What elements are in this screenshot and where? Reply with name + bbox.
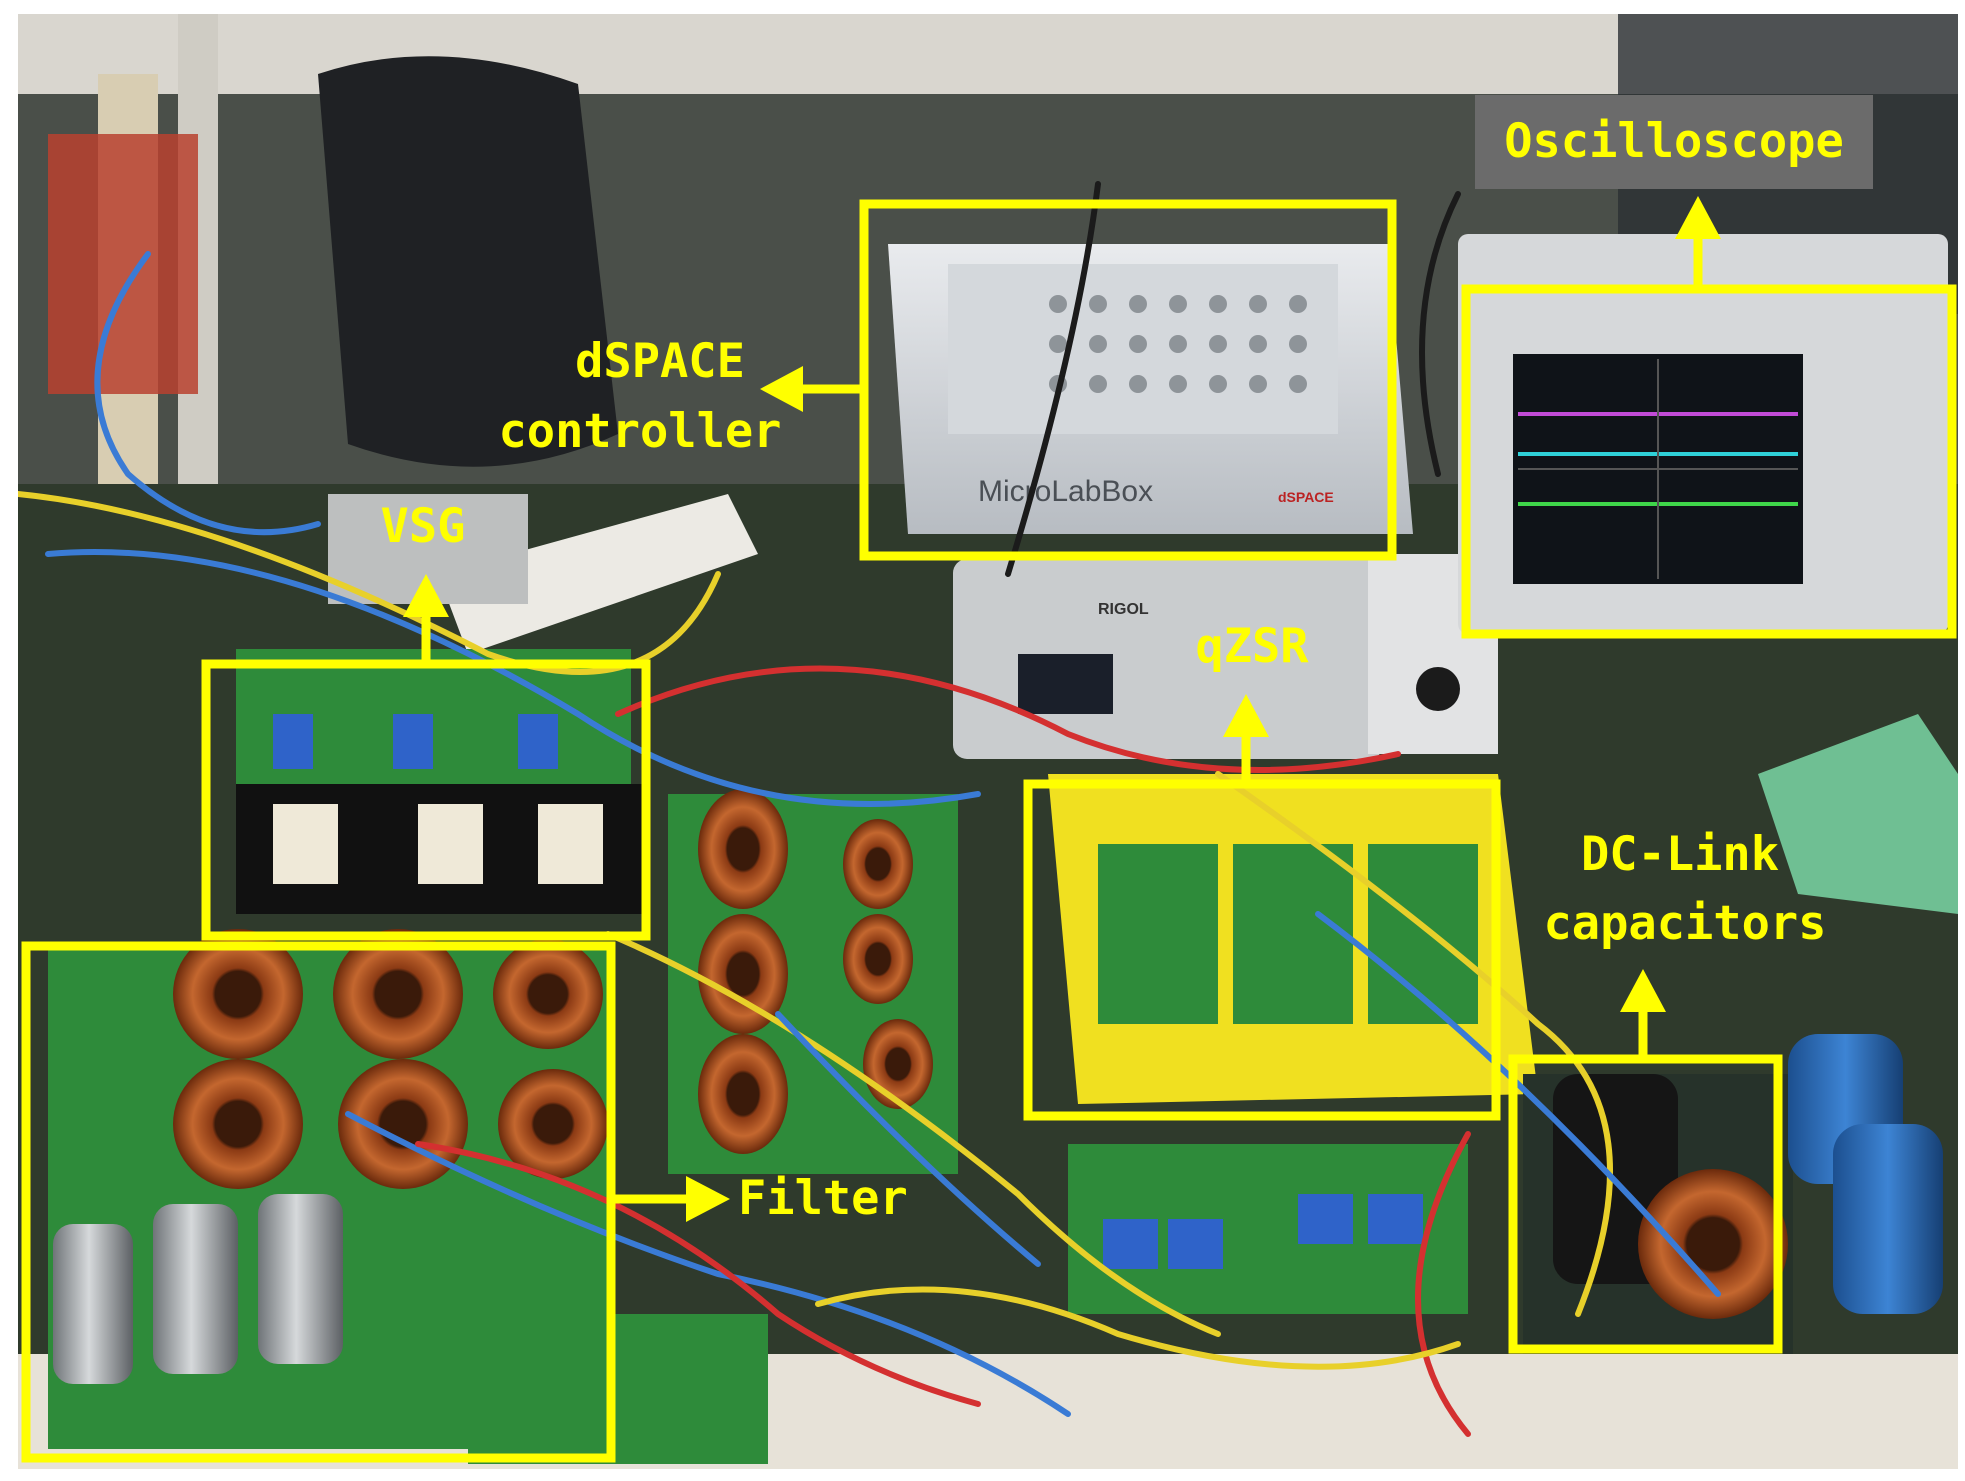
dclink-label-line2: capacitors <box>1543 896 1827 951</box>
filter-label: Filter <box>738 1171 908 1226</box>
oscilloscope-box <box>1461 284 1957 639</box>
dclink-arrow-head <box>1620 969 1666 1012</box>
vsg-modules <box>273 804 603 884</box>
dclink-inductor <box>1638 1169 1788 1319</box>
oscilloscope-label-tag: Oscilloscope <box>1475 95 1873 189</box>
vsg-label: VSG <box>380 499 466 554</box>
microlabbox-brand: MicroLabBox <box>978 475 1153 508</box>
psu-knob <box>1416 667 1460 711</box>
microlabbox-dspace-logo: dSPACE <box>1278 489 1334 505</box>
dspace-arrow-head <box>760 366 803 412</box>
lab-setup-photo: RIGOL MicroLabBox dSPACE <box>18 14 1958 1469</box>
dspace-box <box>859 199 1397 561</box>
oscilloscope-label: Oscilloscope <box>1504 114 1844 169</box>
osc-arrow-head <box>1675 196 1721 239</box>
blue-cap-2 <box>1833 1124 1943 1314</box>
filter-capacitors <box>53 1194 343 1384</box>
qzsr-label: qZSR <box>1195 619 1309 674</box>
rigol-logo: RIGOL <box>1098 601 1149 618</box>
qzsr-boards <box>1098 844 1478 1024</box>
dspace-label-line2: controller <box>498 404 782 459</box>
vsg-arrow-head <box>403 574 449 617</box>
red-object <box>48 134 198 394</box>
green-tube <box>1758 714 1958 914</box>
sensor-blue-parts <box>1103 1194 1423 1269</box>
qzsr-arrow-head <box>1223 694 1269 737</box>
annotation-arrows <box>403 196 1721 1222</box>
black-backpack <box>318 56 618 467</box>
filter-arrow-head <box>686 1176 730 1222</box>
center-inductors <box>698 789 933 1154</box>
microlabbox-connectors <box>1049 295 1307 393</box>
power-strip <box>438 494 758 654</box>
filter-inductors <box>173 929 608 1189</box>
photo-scene: RIGOL MicroLabBox dSPACE <box>18 14 1958 1469</box>
dspace-label-line1: dSPACE <box>575 334 745 389</box>
rigol-screen <box>1018 654 1113 714</box>
cables <box>18 181 1721 1437</box>
vsg-blue-caps <box>273 714 558 769</box>
qzsr-box <box>1023 779 1501 1121</box>
dclink-label-line1: DC-Link <box>1580 827 1780 882</box>
